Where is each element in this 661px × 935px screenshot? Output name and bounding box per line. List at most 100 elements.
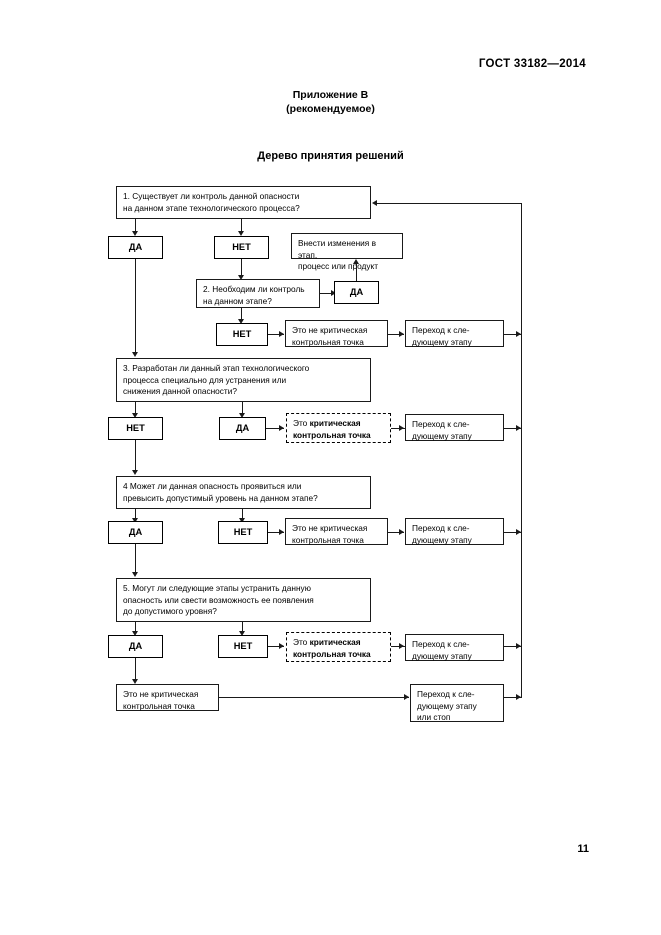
return-line-vertical bbox=[521, 203, 522, 698]
q3-no-box: НЕТ bbox=[108, 417, 163, 440]
arrow-q4no-to-notccp bbox=[279, 529, 284, 535]
not-ccp-box-4: Это не критическая контрольная точка bbox=[285, 518, 388, 545]
connector-q4-to-no bbox=[242, 509, 243, 520]
arrow-q4yes-to-q5 bbox=[132, 572, 138, 577]
arrow-notccp2-to-next bbox=[399, 331, 404, 337]
arrow-q1-to-no bbox=[238, 231, 244, 236]
next-step-box-4: Переход к сле- дующему этапу bbox=[405, 518, 504, 545]
arrow-ccp3-to-next bbox=[399, 425, 404, 431]
connector-q1no-to-q2 bbox=[241, 259, 242, 277]
not-ccp-box-final: Это не критическая контрольная точка bbox=[116, 684, 219, 711]
question-5-box: 5. Могут ли следующие этапы устранить да… bbox=[116, 578, 371, 622]
arrow-q3no-to-q4 bbox=[132, 470, 138, 475]
ccp-5-prefix: Это bbox=[293, 637, 310, 647]
arrow-q2-to-yes bbox=[331, 290, 336, 296]
arrow-q3-to-yes bbox=[239, 413, 245, 418]
connector-next3-to-return bbox=[504, 428, 521, 429]
arrow-q5-to-yes bbox=[132, 631, 138, 636]
not-ccp-box-2: Это не критическая контрольная точка bbox=[285, 320, 388, 347]
appendix-title: Приложение В bbox=[292, 89, 369, 101]
q2-no-box: НЕТ bbox=[216, 323, 268, 346]
arrow-q1-to-yes bbox=[132, 231, 138, 236]
connector-q3yes-to-ccp bbox=[266, 428, 284, 429]
arrow-q3-to-no bbox=[132, 413, 138, 418]
arrow-q2yes-to-modify bbox=[353, 259, 359, 264]
question-1-box: 1. Существует ли контроль данной опаснос… bbox=[116, 186, 371, 219]
next-step-box-3: Переход к сле- дующему этапу bbox=[405, 414, 504, 441]
arrow-q4-to-no bbox=[239, 518, 245, 523]
page-title: Дерево принятия решений bbox=[257, 150, 404, 162]
q2-yes-box: ДА bbox=[334, 281, 379, 304]
arrow-q1no-to-q2 bbox=[238, 275, 244, 280]
arrow-final-to-next bbox=[404, 694, 409, 700]
arrow-q1yes-to-q3 bbox=[132, 352, 138, 357]
modify-step-box: Внести изменения в этап, процесс или про… bbox=[291, 233, 403, 271]
arrow-q5yes-to-final bbox=[132, 679, 138, 684]
arrow-next2-to-return bbox=[516, 331, 521, 337]
arrow-notccp4-to-next bbox=[399, 529, 404, 535]
next-step-box-5: Переход к сле- дующему этапу bbox=[405, 634, 504, 661]
q1-no-box: НЕТ bbox=[214, 236, 269, 259]
connector-q3-to-yes bbox=[242, 402, 243, 415]
connector-next2-to-return bbox=[504, 334, 521, 335]
arrow-q3yes-to-ccp bbox=[279, 425, 284, 431]
connector-q5no-to-ccp bbox=[268, 646, 284, 647]
arrow-next4-to-return bbox=[516, 529, 521, 535]
arrow-q2no-to-notccp bbox=[279, 331, 284, 337]
connector-final-to-next bbox=[219, 697, 409, 698]
connector-final-next-to-return bbox=[504, 697, 521, 698]
q4-yes-box: ДА bbox=[108, 521, 163, 544]
connector-q2yes-to-modify bbox=[356, 264, 357, 281]
arrow-next3-to-return bbox=[516, 425, 521, 431]
question-3-box: 3. Разработан ли данный этап технологиче… bbox=[116, 358, 371, 402]
ccp-5-emphasis: критическая контрольная точка bbox=[293, 637, 371, 659]
arrow-return-to-q1 bbox=[372, 200, 377, 206]
next-step-box-final: Переход к сле- дующему этапу или стоп bbox=[410, 684, 504, 722]
q5-no-box: НЕТ bbox=[218, 635, 268, 658]
ccp-box-5: Это критическая контрольная точка bbox=[286, 632, 391, 662]
connector-ccp5-to-next bbox=[391, 646, 405, 647]
q4-no-box: НЕТ bbox=[218, 521, 268, 544]
q3-yes-box: ДА bbox=[219, 417, 266, 440]
q5-yes-box: ДА bbox=[108, 635, 163, 658]
question-2-box: 2. Необходим ли контроль на данном этапе… bbox=[196, 279, 320, 308]
connector-q5-to-no bbox=[242, 622, 243, 633]
connector-next4-to-return bbox=[504, 532, 521, 533]
connector-q3-to-no bbox=[135, 402, 136, 415]
return-line-horizontal bbox=[377, 203, 522, 204]
connector-q2-to-no bbox=[241, 308, 242, 321]
connector-q5-to-yes bbox=[135, 622, 136, 633]
arrow-q5-to-no bbox=[239, 631, 245, 636]
arrow-ccp5-to-next bbox=[399, 643, 404, 649]
connector-notccp2-to-next bbox=[388, 334, 404, 335]
connector-q3no-to-q4 bbox=[135, 440, 136, 472]
connector-q1-to-no bbox=[241, 219, 242, 233]
connector-q4-to-yes bbox=[135, 509, 136, 520]
ccp-box-3: Это критическая контрольная точка bbox=[286, 413, 391, 443]
ccp-3-prefix: Это bbox=[293, 418, 310, 428]
ccp-3-emphasis: критическая контрольная точка bbox=[293, 418, 371, 440]
arrow-q2-to-no bbox=[238, 319, 244, 324]
connector-q1-to-yes bbox=[135, 219, 136, 233]
standard-number: ГОСТ 33182—2014 bbox=[478, 58, 586, 70]
connector-ccp3-to-next bbox=[391, 428, 405, 429]
connector-q1yes-to-q3 bbox=[135, 259, 136, 354]
connector-q5yes-to-final bbox=[135, 658, 136, 681]
appendix-heading: Приложение В (рекомендуемое) bbox=[0, 88, 661, 116]
arrow-final-next-to-return bbox=[516, 694, 521, 700]
connector-next5-to-return bbox=[504, 646, 521, 647]
arrow-q5no-to-ccp bbox=[279, 643, 284, 649]
appendix-subtitle: (рекомендуемое) bbox=[286, 103, 375, 115]
page-number: 11 bbox=[577, 843, 589, 855]
connector-notccp4-to-next bbox=[388, 532, 404, 533]
connector-q2no-to-notccp bbox=[268, 334, 284, 335]
arrow-next5-to-return bbox=[516, 643, 521, 649]
connector-q2-to-yes bbox=[320, 293, 337, 294]
question-4-box: 4 Может ли данная опасность проявиться и… bbox=[116, 476, 371, 509]
next-step-box-2: Переход к сле- дующему этапу bbox=[405, 320, 504, 347]
connector-q4no-to-notccp bbox=[268, 532, 284, 533]
connector-q4yes-to-q5 bbox=[135, 544, 136, 574]
arrow-q4-to-yes bbox=[132, 518, 138, 523]
